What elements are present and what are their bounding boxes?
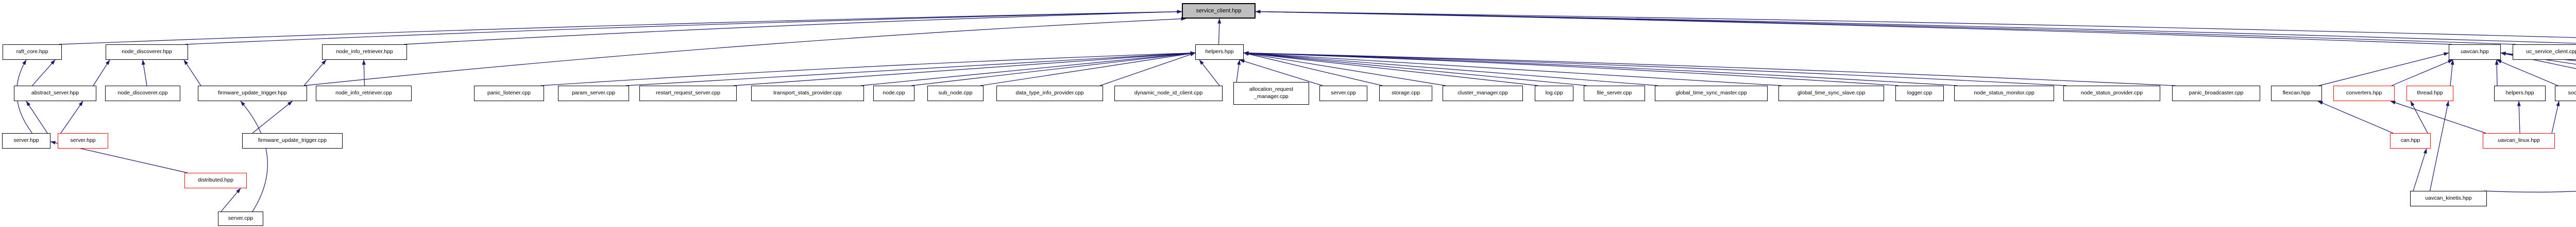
include-edge-can_hpp-to-thread1 — [2410, 101, 2428, 134]
graph-node-node_discoverer_hpp[interactable]: node_discoverer.hpp — [106, 44, 188, 60]
graph-node-dtip[interactable]: data_type_info_provider.cpp — [996, 86, 1103, 101]
graph-node-node_cpp[interactable]: node.cpp — [873, 86, 914, 101]
include-edge-abstract_server-to-node_discoverer_hpp — [93, 59, 110, 86]
include-edge-cluster_manager-to-helpers_hpp — [1243, 52, 1446, 86]
graph-node-storage[interactable]: storage.cpp — [1379, 86, 1432, 101]
include-edge-can_hpp-to-flexcan — [2317, 101, 2394, 134]
graph-node-distributed[interactable]: distributed.hpp — [184, 173, 247, 188]
include-edge-logger-to-helpers_hpp — [1243, 51, 1899, 86]
graph-node-root: service_client.hpp — [1182, 3, 1256, 19]
include-edge-socketcan-to-uavcan_hpp — [2496, 59, 2558, 86]
include-edge-sub_node-to-helpers_hpp — [980, 52, 1196, 86]
include-edge-fut_hpp-to-node_discoverer_hpp — [183, 59, 201, 86]
include-edge-server_hpp2-to-abstract_server — [60, 101, 83, 134]
graph-node-helpers_hpp[interactable]: helpers.hpp — [1195, 44, 1244, 60]
graph-node-raft_core[interactable]: raft_core.hpp — [3, 44, 62, 60]
graph-node-gtsm[interactable]: global_time_sync_master.cpp — [1655, 86, 1768, 101]
graph-node-node_discoverer_cpp[interactable]: node_discoverer.cpp — [105, 86, 180, 101]
graph-node-server_hpp2[interactable]: server.hpp — [58, 133, 108, 149]
graph-node-transport_stats[interactable]: transport_stats_provider.cpp — [751, 86, 864, 101]
graph-node-sub_node[interactable]: sub_node.cpp — [927, 86, 984, 101]
include-edge-fut_hpp-to-node_info_retriever_hpp — [303, 59, 327, 86]
include-edge-arm-to-helpers_hpp — [1236, 59, 1241, 83]
include-edge-node_info_retriever_cpp-to-node_info_retriever_hpp — [362, 59, 366, 86]
include-edge-uc_service_client_cpp-to-root — [1255, 10, 2516, 45]
include-edge-uavcan_linux-to-converters — [2390, 101, 2486, 134]
include-edge-server_cpp_bottom-to-fut_hpp — [240, 101, 268, 212]
include-edge-can_acceptance-to-root — [1255, 10, 2576, 38]
include-edge-service_client_cpp-to-root — [1255, 10, 2576, 44]
include-edge-dtip-to-helpers_hpp — [1099, 52, 1196, 86]
graph-node-server_hpp1[interactable]: server.hpp — [2, 133, 50, 149]
include-edge-converters-to-uavcan_hpp — [2391, 59, 2453, 86]
graph-node-panic_broadcaster[interactable]: panic_broadcaster.cpp — [2172, 86, 2260, 101]
include-edge-uavcan_linux-to-socketcan — [2551, 101, 2560, 134]
graph-node-converters[interactable]: converters.hpp — [2333, 86, 2395, 101]
graph-node-helpers2[interactable]: helpers.hpp — [2494, 86, 2546, 101]
graph-node-uavcan_linux[interactable]: uavcan_linux.hpp — [2483, 133, 2555, 149]
include-edge-kinetis-to-bxcan — [2483, 190, 2576, 192]
include-edge-abstract_server-to-raft_core — [32, 59, 56, 86]
include-edge-kinetis-to-can_hpp — [2413, 148, 2427, 191]
include-edge-transport_stats-to-helpers_hpp — [860, 51, 1196, 86]
include-edge-dnic-to-helpers_hpp — [1199, 59, 1220, 86]
include-edge-panic_broadcaster-to-helpers_hpp — [1243, 51, 2176, 86]
include-edge-panic_listener-to-helpers_hpp — [540, 51, 1196, 86]
include-edge-gtsm-to-helpers_hpp — [1243, 51, 1658, 86]
graph-node-flexcan[interactable]: flexcan.hpp — [2271, 86, 2322, 101]
include-edge-node_cpp-to-helpers_hpp — [911, 52, 1196, 86]
graph-node-fut_cpp[interactable]: firmware_update_trigger.cpp — [242, 133, 343, 149]
graph-node-kinetis[interactable]: uavcan_kinetis.hpp — [2410, 191, 2487, 206]
graph-node-node_info_retriever_hpp[interactable]: node_info_retriever.hpp — [322, 44, 407, 60]
include-edge-fut_cpp-to-fut_hpp — [252, 101, 293, 134]
include-edge-thread1-to-uavcan_hpp — [2450, 59, 2454, 86]
graph-node-logger[interactable]: logger.cpp — [1895, 86, 1944, 101]
graph-node-uc_service_client_cpp[interactable]: uc_service_client.cpp — [2513, 44, 2576, 60]
include-edge-fut_hpp-to-root — [303, 17, 1187, 86]
graph-node-cluster_manager[interactable]: cluster_manager.cpp — [1443, 86, 1523, 101]
include-edge-uavcan_linux-to-helpers2 — [2517, 101, 2521, 134]
include-edge-param_server-to-helpers_hpp — [625, 51, 1196, 86]
include-edge-nsm-to-helpers_hpp — [1243, 51, 1958, 86]
graph-node-node_info_retriever_cpp[interactable]: node_info_retriever.cpp — [316, 86, 412, 101]
graph-node-abstract_server[interactable]: abstract_server.hpp — [14, 86, 96, 101]
graph-node-arm[interactable]: allocation_request _manager.cpp — [1233, 82, 1309, 105]
include-edge-uavcan_hpp-to-root — [1255, 10, 2452, 45]
graph-node-param_server[interactable]: param_server.cpp — [558, 86, 629, 101]
graph-node-file_server[interactable]: file_server.cpp — [1584, 86, 1645, 101]
include-edge-kinetis-to-thread1 — [2429, 101, 2450, 191]
include-edge-raft_core-to-root — [58, 10, 1182, 45]
graph-node-thread1[interactable]: thread.hpp — [2406, 86, 2453, 101]
graph-node-restart_request[interactable]: restart_request_server.cpp — [639, 86, 737, 101]
graph-node-panic_listener[interactable]: panic_listener.cpp — [474, 86, 544, 101]
include-edge-file_server-to-helpers_hpp — [1243, 51, 1587, 86]
graph-node-server_cpp_bottom[interactable]: server.cpp — [218, 212, 263, 226]
include-edge-node_info_retriever_hpp-to-root — [403, 10, 1182, 45]
include-edge-helpers_hpp-to-root — [1217, 18, 1222, 45]
graph-node-nsp[interactable]: node_status_provider.cpp — [2063, 86, 2160, 101]
include-edge-log_cpp-to-helpers_hpp — [1243, 52, 1538, 86]
include-edge-server_hpp1-to-abstract_server — [26, 101, 48, 134]
graph-node-dnic[interactable]: dynamic_node_id_client.cpp — [1114, 86, 1223, 101]
graph-node-can_hpp[interactable]: can.hpp — [2390, 133, 2431, 149]
graph-node-server_cpp2[interactable]: server.cpp — [1319, 86, 1367, 101]
include-edge-gtss-to-helpers_hpp — [1243, 51, 1782, 86]
graph-node-log_cpp[interactable]: log.cpp — [1535, 86, 1573, 101]
include-edge-node_discoverer_hpp-to-root — [184, 10, 1182, 45]
graph-node-fut_hpp[interactable]: firmware_update_trigger.hpp — [198, 86, 307, 101]
include-edge-restart_request-to-helpers_hpp — [733, 51, 1196, 86]
include-edge-server_cpp_bottom-to-distributed — [221, 188, 241, 212]
include-edge-storage-to-helpers_hpp — [1243, 52, 1383, 86]
include-edge-nsp-to-helpers_hpp — [1243, 51, 2067, 86]
include-edge-server_cpp2-to-helpers_hpp — [1239, 59, 1323, 86]
include-edge-flexcan-to-uavcan_hpp — [2318, 52, 2449, 86]
graph-node-uavcan_hpp[interactable]: uavcan.hpp — [2449, 44, 2501, 60]
include-edge-node_discoverer_cpp-to-node_discoverer_hpp — [142, 59, 147, 86]
graph-node-nsm[interactable]: node_status_monitor.cpp — [1954, 86, 2054, 101]
graph-node-gtss[interactable]: global_time_sync_slave.cpp — [1778, 86, 1884, 101]
graph-node-socketcan[interactable]: socketcan.hpp — [2555, 86, 2576, 101]
